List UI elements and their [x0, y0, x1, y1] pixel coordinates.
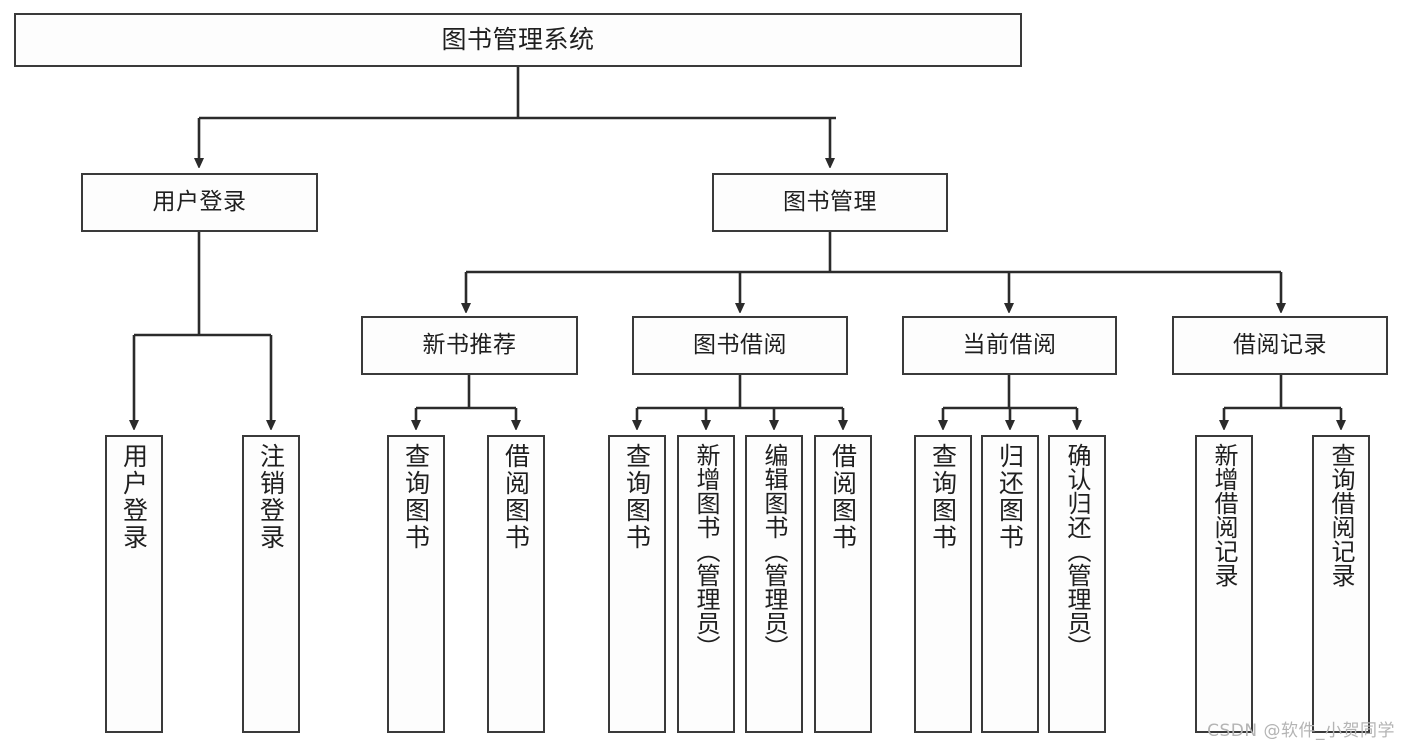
- node-label: 借阅图书: [828, 443, 858, 551]
- leaf-query-borrow-record[interactable]: 查询借阅记录: [1312, 435, 1370, 733]
- leaf-logout[interactable]: 注销登录: [242, 435, 300, 733]
- node-label: 查询图书: [622, 443, 652, 551]
- leaf-borrow-book-recommend[interactable]: 借阅图书: [487, 435, 545, 733]
- node-new-book-recommend[interactable]: 新书推荐: [361, 316, 578, 375]
- node-label: 查询图书: [401, 443, 431, 551]
- leaf-query-book-current[interactable]: 查询图书: [914, 435, 972, 733]
- node-label: 图书借阅: [693, 331, 787, 358]
- leaf-user-login[interactable]: 用户登录: [105, 435, 163, 733]
- node-label: 图书管理: [783, 188, 877, 215]
- node-book-management[interactable]: 图书管理: [712, 173, 948, 232]
- node-label: 图书管理系统: [441, 25, 595, 55]
- node-label: 新书推荐: [422, 331, 517, 358]
- watermark: CSDN @软件_小贺同学: [1207, 721, 1395, 741]
- node-label: 借阅记录: [1233, 331, 1327, 358]
- leaf-add-book-admin[interactable]: 新增图书（管理员）: [677, 435, 735, 733]
- node-label: 查询借阅记录: [1327, 443, 1355, 587]
- node-current-borrow[interactable]: 当前借阅: [902, 316, 1117, 375]
- node-user-login[interactable]: 用户登录: [81, 173, 318, 232]
- leaf-query-book-recommend[interactable]: 查询图书: [387, 435, 445, 733]
- node-root-system[interactable]: 图书管理系统: [14, 13, 1022, 67]
- node-label: 归还图书: [995, 443, 1025, 551]
- node-label: 查询图书: [928, 443, 958, 551]
- node-book-borrow[interactable]: 图书借阅: [632, 316, 848, 375]
- leaf-edit-book-admin[interactable]: 编辑图书（管理员）: [745, 435, 803, 733]
- node-label: 编辑图书（管理员）: [760, 443, 788, 659]
- node-label: 用户登录: [152, 188, 247, 215]
- leaf-add-borrow-record[interactable]: 新增借阅记录: [1195, 435, 1253, 733]
- node-label: 当前借阅: [962, 331, 1057, 358]
- node-label: 新增借阅记录: [1210, 443, 1238, 587]
- node-label: 注销登录: [256, 443, 286, 551]
- leaf-query-book-borrow[interactable]: 查询图书: [608, 435, 666, 733]
- node-borrow-record[interactable]: 借阅记录: [1172, 316, 1388, 375]
- leaf-borrow-book[interactable]: 借阅图书: [814, 435, 872, 733]
- node-label: 确认归还（管理员）: [1063, 443, 1091, 659]
- node-label: 用户登录: [119, 443, 149, 551]
- node-label: 借阅图书: [501, 443, 531, 551]
- leaf-return-book[interactable]: 归还图书: [981, 435, 1039, 733]
- node-label: 新增图书（管理员）: [692, 443, 720, 659]
- leaf-confirm-return-admin[interactable]: 确认归还（管理员）: [1048, 435, 1106, 733]
